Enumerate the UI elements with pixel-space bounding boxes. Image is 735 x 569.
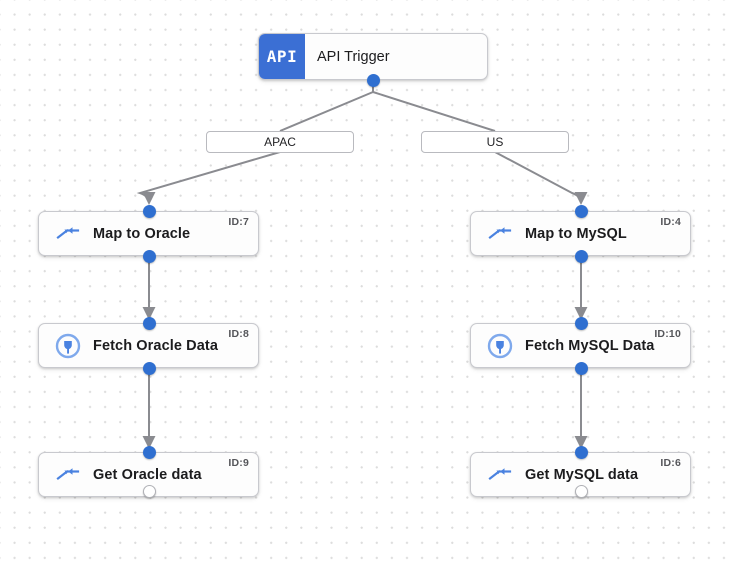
node-get-oracle-data[interactable]: Get Oracle data ID:9 <box>38 452 259 497</box>
port-map-to-oracle-output[interactable] <box>142 250 156 263</box>
port-fetch-mysql-output[interactable] <box>574 362 588 375</box>
port-get-oracle-output[interactable] <box>142 485 156 498</box>
branch-label-us[interactable]: US <box>421 131 569 153</box>
edge-apac-to-map-oracle <box>136 151 281 205</box>
node-id-label: ID:10 <box>654 328 681 340</box>
branch-label-text: US <box>486 135 504 149</box>
port-get-mysql-input[interactable] <box>574 446 588 459</box>
branch-label-apac[interactable]: APAC <box>206 131 354 153</box>
port-fetch-oracle-input[interactable] <box>142 317 156 330</box>
edge-trigger-us-upper <box>372 91 496 132</box>
port-map-to-mysql-input[interactable] <box>574 205 588 218</box>
port-get-oracle-input[interactable] <box>142 446 156 459</box>
connector-plug-icon <box>485 331 515 361</box>
port-get-mysql-output[interactable] <box>574 485 588 498</box>
node-id-label: ID:6 <box>660 457 681 469</box>
edge-us-to-map-mysql <box>494 151 588 205</box>
node-id-label: ID:8 <box>228 328 249 340</box>
node-title: Get MySQL data <box>525 466 639 483</box>
node-title: Map to MySQL <box>525 225 627 242</box>
edge-trigger-apac-upper <box>279 91 374 132</box>
port-map-to-oracle-input[interactable] <box>142 205 156 218</box>
node-id-label: ID:4 <box>660 216 681 228</box>
node-fetch-mysql-data[interactable]: Fetch MySQL Data ID:10 <box>470 323 691 368</box>
port-trigger-output[interactable] <box>366 73 380 87</box>
map-transform-icon <box>53 460 83 490</box>
map-transform-icon <box>485 460 515 490</box>
port-map-to-mysql-output[interactable] <box>574 250 588 263</box>
map-transform-icon <box>485 219 515 249</box>
node-api-trigger[interactable]: API API Trigger <box>258 33 488 80</box>
node-fetch-oracle-data[interactable]: Fetch Oracle Data ID:8 <box>38 323 259 368</box>
node-title: Map to Oracle <box>93 225 191 242</box>
node-title: Fetch Oracle Data <box>93 337 218 354</box>
node-title: API Trigger <box>317 48 390 65</box>
node-map-to-mysql[interactable]: Map to MySQL ID:4 <box>470 211 691 256</box>
node-title: Get Oracle data <box>93 466 202 483</box>
port-fetch-mysql-input[interactable] <box>574 317 588 330</box>
api-badge-text: API <box>266 47 298 66</box>
api-icon: API <box>259 34 305 79</box>
port-fetch-oracle-output[interactable] <box>142 362 156 375</box>
node-id-label: ID:9 <box>228 457 249 469</box>
connector-plug-icon <box>53 331 83 361</box>
node-title: Fetch MySQL Data <box>525 337 655 354</box>
branch-label-text: APAC <box>264 135 296 149</box>
map-transform-icon <box>53 219 83 249</box>
node-id-label: ID:7 <box>228 216 249 228</box>
